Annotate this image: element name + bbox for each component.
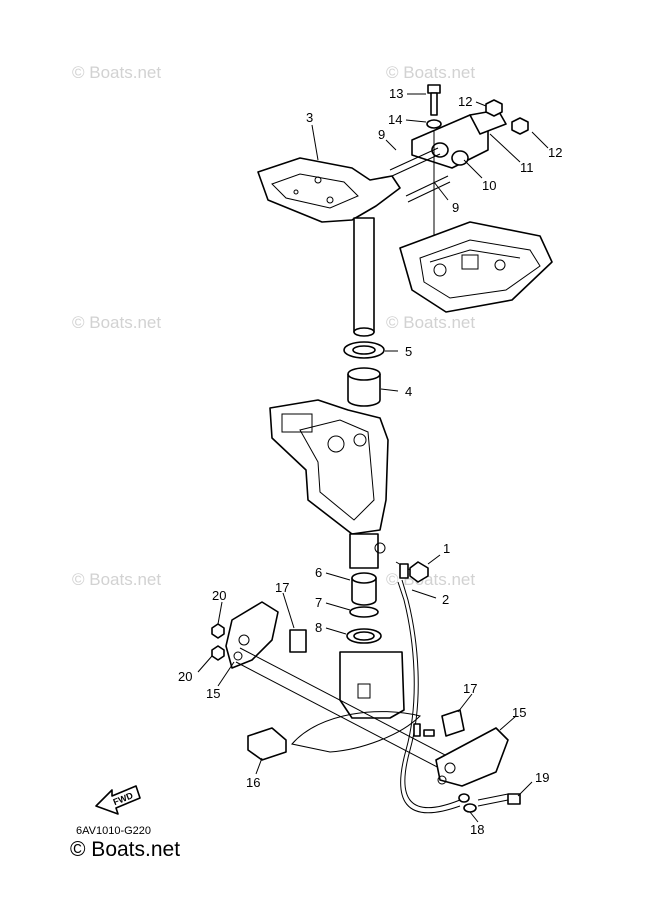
callout-number: 20: [212, 588, 226, 603]
callout-number: 15: [206, 686, 220, 701]
callout-number: 9: [378, 127, 385, 142]
swivel-bracket: [269, 399, 389, 569]
callouts: 13 12 14 12 3 9 11 10 9 5 4 1 6 2 7 8 17…: [178, 86, 562, 837]
callout-number: 6: [315, 565, 322, 580]
watermark: © Boats.net: [72, 570, 161, 589]
top-mount-assembly: [389, 84, 529, 268]
watermark: © Boats.net: [386, 63, 475, 82]
callout-number: 11: [520, 160, 534, 175]
callout-number: 5: [405, 344, 412, 359]
drawing-code: 6AV1010-G220: [76, 825, 151, 837]
callout-number: 17: [463, 681, 477, 696]
callout-number: 16: [246, 775, 260, 790]
callout-number: 19: [535, 770, 549, 785]
clamp-parts: [211, 601, 521, 813]
bushings: [343, 341, 385, 407]
watermark: © Boats.net: [72, 313, 161, 332]
callout-number: 17: [275, 580, 289, 595]
callout-number: 3: [306, 110, 313, 125]
callout-number: 4: [405, 384, 412, 399]
upper-casing: [399, 221, 553, 313]
callout-number: 1: [443, 541, 450, 556]
steering-bracket: [257, 157, 401, 337]
forward-arrow-icon: FWD: [95, 785, 141, 815]
callout-number: 12: [458, 94, 472, 109]
ground-lead: [395, 561, 461, 814]
callout-number: 13: [389, 86, 403, 101]
callout-number: 15: [512, 705, 526, 720]
callout-number: 9: [452, 200, 459, 215]
watermark: © Boats.net: [386, 313, 475, 332]
callout-number: 10: [482, 178, 496, 193]
watermark: © Boats.net: [72, 63, 161, 82]
leader-lines: [197, 93, 549, 823]
lower-unit: [291, 651, 421, 753]
brand-logo: © Boats.net: [70, 838, 180, 861]
lower-bushings: [346, 572, 382, 644]
callout-number: 12: [548, 145, 562, 160]
callout-number: 2: [442, 592, 449, 607]
callout-number: 14: [388, 112, 402, 127]
watermarks: © Boats.net © Boats.net © Boats.net © Bo…: [72, 63, 475, 589]
callout-number: 18: [470, 822, 484, 837]
callout-number: 8: [315, 620, 322, 635]
callout-number: 20: [178, 669, 192, 684]
callout-number: 7: [315, 595, 322, 610]
